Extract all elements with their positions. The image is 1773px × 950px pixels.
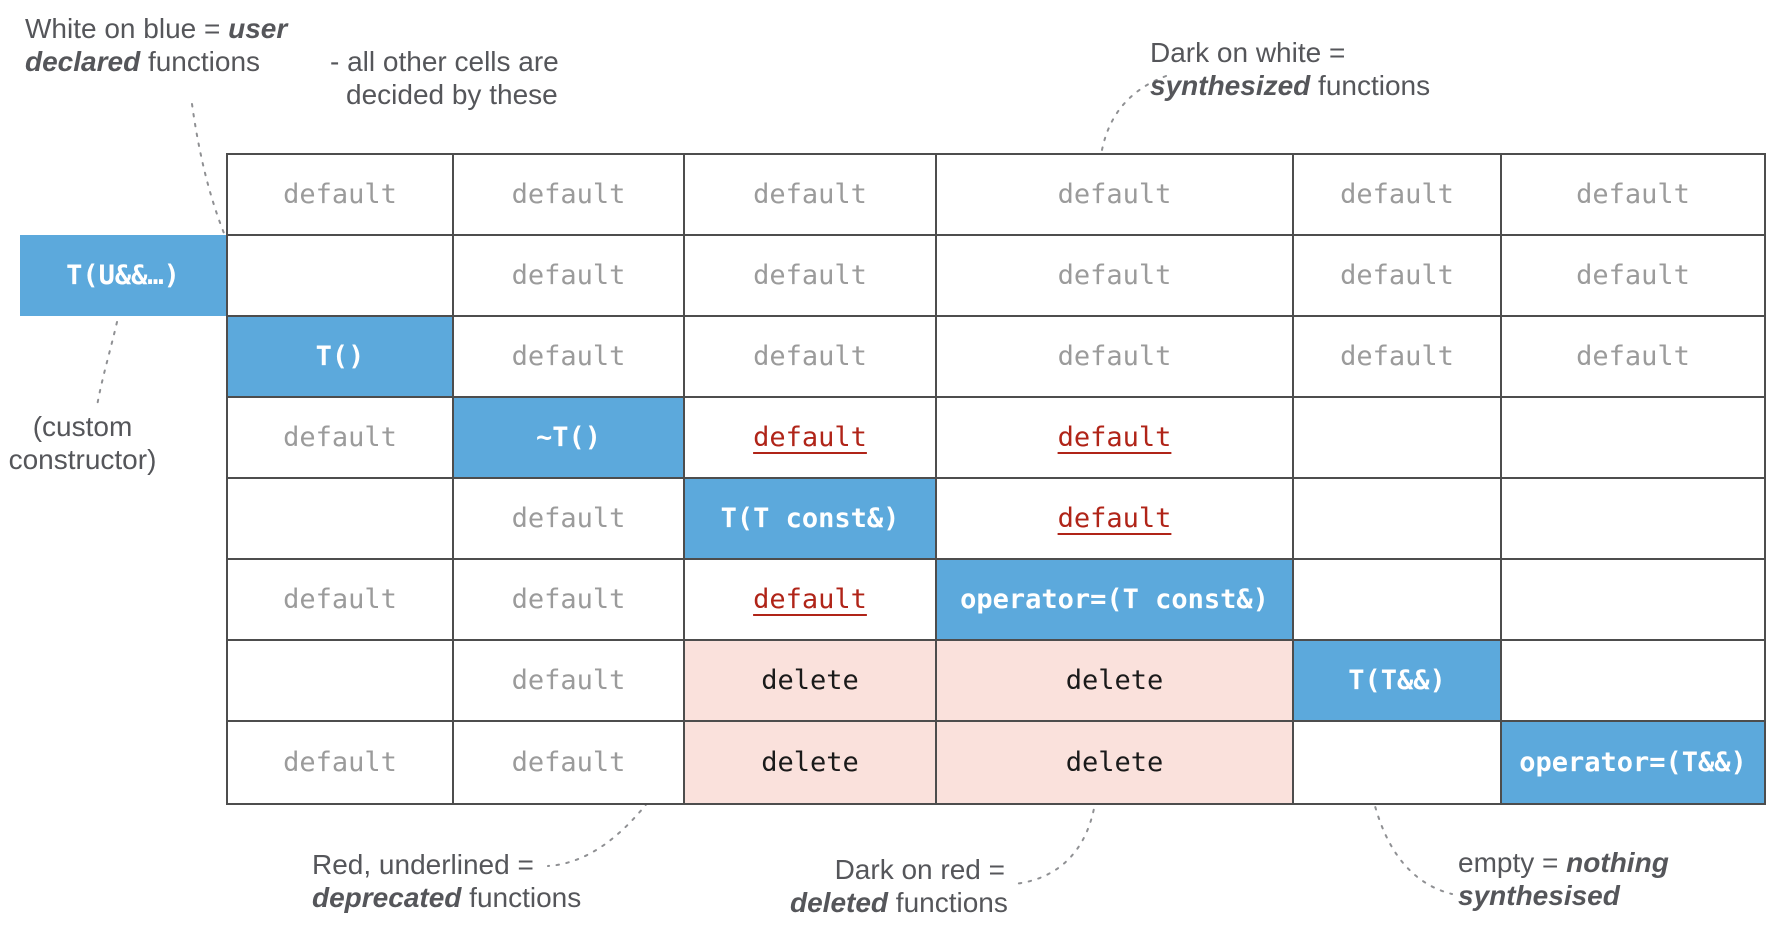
table-cell-r3c5-synthesized: default (1294, 317, 1502, 398)
legend-synthesized: Dark on white = synthesized functions (1150, 36, 1430, 102)
legend-empty: empty = nothing synthesised (1458, 846, 1669, 912)
table-cell-r7c5-declared: T(T&&) (1294, 641, 1502, 722)
table-cell-r6c6-empty (1502, 560, 1764, 641)
table-cell-r1c2-synthesized: default (454, 155, 685, 236)
table-cell-r7c1-empty (228, 641, 454, 722)
legend-empty-line1: empty = nothing (1458, 847, 1669, 878)
legend-empty-line2: synthesised (1458, 880, 1620, 911)
table-cell-r2c5-synthesized: default (1294, 236, 1502, 317)
table-cell-r6c2-synthesized: default (454, 560, 685, 641)
table-cell-r3c6-synthesized: default (1502, 317, 1764, 398)
table-cell-r1c4-synthesized: default (937, 155, 1294, 236)
legend-user-declared: White on blue = user declared functions (25, 12, 287, 78)
table-cell-r3c1-declared: T() (228, 317, 454, 398)
legend-deprecated-line2: deprecated functions (312, 882, 582, 913)
legend-deleted-line1: Dark on red = (834, 854, 1005, 885)
legend-synthesized-line1: Dark on white = (1150, 37, 1346, 68)
table-cell-r1c1-synthesized: default (228, 155, 454, 236)
table-cell-r4c6-empty (1502, 398, 1764, 479)
legend-deleted-line2: deleted functions (790, 887, 1008, 918)
table-cell-r8c4-deleted: delete (937, 722, 1294, 803)
table-cell-r3c4-synthesized: default (937, 317, 1294, 398)
custom-constructor-cell: T(U&&…) (20, 235, 226, 316)
table-cell-r2c2-synthesized: default (454, 236, 685, 317)
table-cell-r5c3-declared: T(T const&) (685, 479, 937, 560)
table-cell-r1c6-synthesized: default (1502, 155, 1764, 236)
legend-user-declared-line1: White on blue = user (25, 13, 288, 44)
table-cell-r4c5-empty (1294, 398, 1502, 479)
table-cell-r5c6-empty (1502, 479, 1764, 560)
legend-user-declared-line2: declared functions (25, 46, 261, 77)
table-cell-r7c2-synthesized: default (454, 641, 685, 722)
legend-deleted: Dark on red = deleted functions (790, 853, 1008, 919)
legend-deprecated: Red, underlined = deprecated functions (312, 848, 581, 914)
table-cell-r5c2-synthesized: default (454, 479, 685, 560)
table-cell-r6c3-deprecated: default (685, 560, 937, 641)
table-cell-r8c1-synthesized: default (228, 722, 454, 803)
table-cell-r3c3-synthesized: default (685, 317, 937, 398)
note-custom-constructor: (custom constructor) (0, 410, 165, 476)
table-cell-r4c2-declared: ~T() (454, 398, 685, 479)
table-cell-r4c4-deprecated: default (937, 398, 1294, 479)
table-cell-r2c6-synthesized: default (1502, 236, 1764, 317)
note-other-cells: - all other cells are decided by these (330, 45, 559, 111)
table-cell-r8c3-deleted: delete (685, 722, 937, 803)
table-cell-r5c5-empty (1294, 479, 1502, 560)
table-cell-r8c2-synthesized: default (454, 722, 685, 803)
legend-deprecated-line1: Red, underlined = (312, 849, 534, 880)
table-cell-r1c3-synthesized: default (685, 155, 937, 236)
table-cell-r2c3-synthesized: default (685, 236, 937, 317)
note-custom-constructor-line1: (custom (32, 411, 133, 442)
table-cell-r7c3-deleted: delete (685, 641, 937, 722)
table-cell-r8c5-empty (1294, 722, 1502, 803)
legend-synthesized-line2: synthesized functions (1150, 70, 1431, 101)
table-cell-r2c4-synthesized: default (937, 236, 1294, 317)
table-cell-r3c2-synthesized: default (454, 317, 685, 398)
table-cell-r6c1-synthesized: default (228, 560, 454, 641)
table-cell-r4c3-deprecated: default (685, 398, 937, 479)
note-other-cells-line1: - all other cells are (330, 46, 559, 77)
table-cell-r7c4-deleted: delete (937, 641, 1294, 722)
table-cell-r7c6-empty (1502, 641, 1764, 722)
table-cell-r1c5-synthesized: default (1294, 155, 1502, 236)
note-other-cells-line2: decided by these (346, 79, 558, 110)
table-cell-r6c5-empty (1294, 560, 1502, 641)
table-cell-r2c1-empty (228, 236, 454, 317)
table-cell-r4c1-synthesized: default (228, 398, 454, 479)
table-cell-r5c1-empty (228, 479, 454, 560)
table-cell-r8c6-declared: operator=(T&&) (1502, 722, 1764, 803)
connector-custom-constructor (96, 321, 118, 407)
custom-constructor-cell-label: T(U&&…) (66, 260, 180, 291)
table-cell-r5c4-deprecated: default (937, 479, 1294, 560)
table-cell-r6c4-declared: operator=(T const&) (937, 560, 1294, 641)
note-custom-constructor-line2: constructor) (8, 444, 157, 475)
